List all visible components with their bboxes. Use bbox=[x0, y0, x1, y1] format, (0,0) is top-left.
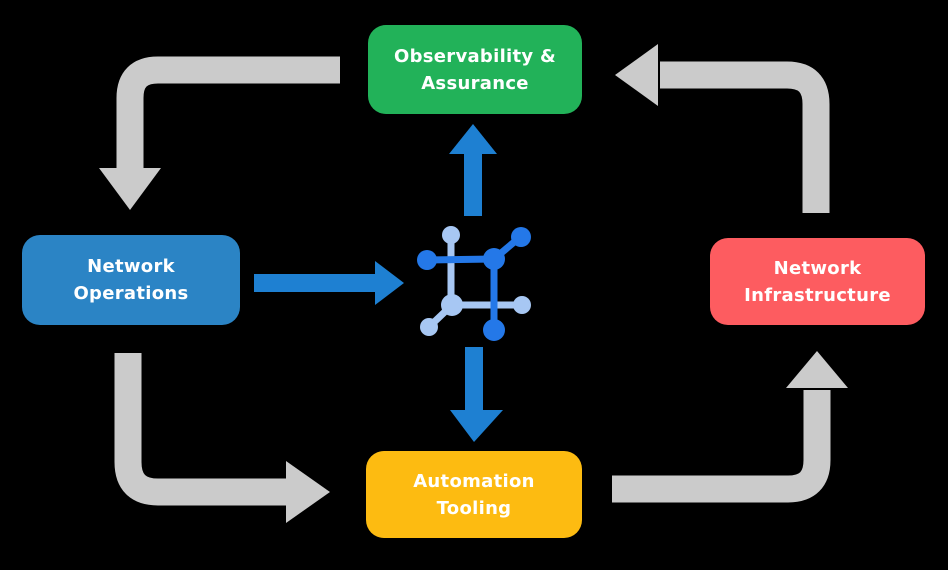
arrow-shaft bbox=[116, 56, 340, 170]
node-infrastructure-label: Network Infrastructure bbox=[744, 257, 891, 306]
arrow-shaft bbox=[660, 61, 830, 213]
node-network-operations: Network Operations bbox=[22, 235, 240, 325]
arrow-infrastructure-to-observability bbox=[615, 44, 830, 213]
arrow-operations-to-center bbox=[254, 261, 404, 305]
node-observability-label: Observability & Assurance bbox=[393, 45, 557, 94]
node-operations-label: Network Operations bbox=[73, 256, 189, 304]
arrow-shaft bbox=[612, 390, 831, 503]
network-mesh-icon-bright-strand bbox=[417, 227, 531, 341]
arrow-head bbox=[615, 44, 658, 106]
arrow-center-to-automation bbox=[450, 347, 503, 442]
arrow-operations-to-automation bbox=[114, 353, 330, 523]
node-automation-tooling: Automation Tooling bbox=[366, 451, 582, 538]
node-automation-label: Automation Tooling bbox=[413, 470, 535, 519]
arrow-head bbox=[450, 410, 503, 442]
arrow-head bbox=[99, 168, 161, 210]
arrow-shaft bbox=[114, 353, 288, 506]
arrow-head bbox=[449, 124, 497, 154]
arrow-head bbox=[375, 261, 404, 305]
arrow-head bbox=[786, 351, 848, 388]
arrow-observability-to-operations bbox=[99, 56, 340, 210]
arrow-automation-to-infrastructure bbox=[612, 351, 848, 503]
network-mesh-icon-light-strand bbox=[420, 226, 531, 336]
arrow-center-to-observability bbox=[449, 124, 497, 216]
node-network-infrastructure: Network Infrastructure bbox=[710, 238, 925, 325]
network-mesh-icon bbox=[417, 226, 531, 341]
arrow-head bbox=[286, 461, 330, 523]
node-observability-assurance: Observability & Assurance bbox=[368, 25, 582, 114]
